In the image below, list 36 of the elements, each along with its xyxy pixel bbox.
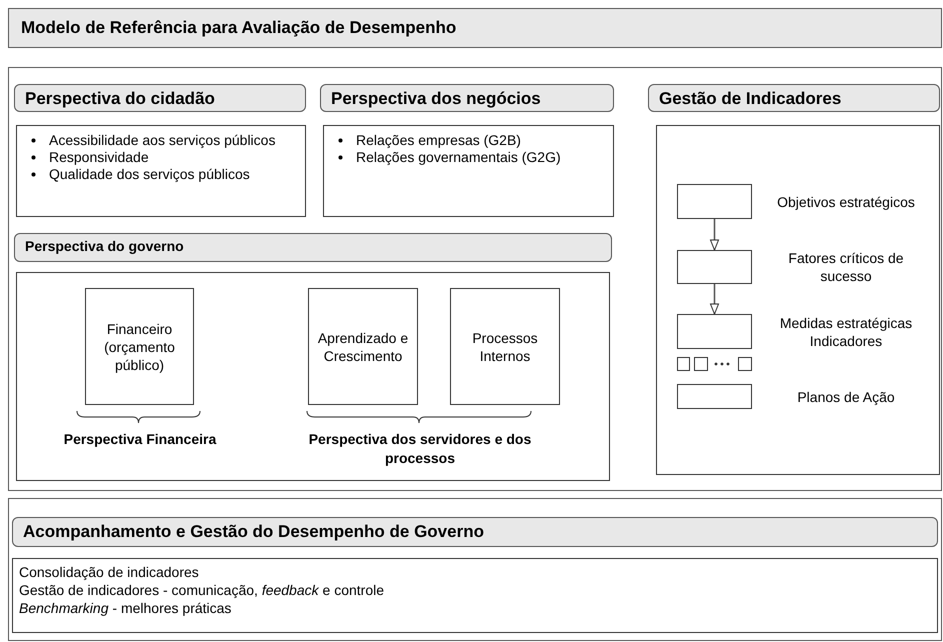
brace-label: Perspectiva dos servidores e dos processos [308, 430, 532, 468]
box-text: Aprendizado e Crescimento [316, 328, 410, 364]
bullet-item: Acessibilidade aos serviços públicos [49, 132, 276, 148]
box-text: Processos Internos [471, 328, 539, 364]
text-line: Benchmarking - melhores práticas [19, 599, 232, 617]
section-header: Acompanhamento e Gestão do Desempenho de Governo [12, 517, 938, 547]
section-header: Gestão de Indicadores [648, 84, 940, 112]
box-caption: Medidas estratégicas Indicadores [778, 314, 914, 350]
bullet-item: Relações empresas (G2B) [356, 132, 521, 148]
section-header: Perspectiva do cidadão [14, 84, 306, 112]
content-panel [656, 125, 940, 475]
section-header: Perspectiva dos negócios [320, 84, 614, 112]
empty-box [677, 357, 690, 371]
text-line: Gestão de indicadores - comunicação, feedback e controle [19, 581, 386, 599]
text-box [12, 558, 938, 633]
box-caption: Objetivos estratégicos [776, 192, 916, 210]
box-caption: Fatores críticos de sucesso [787, 249, 905, 285]
bullet-item: Relações governamentais (G2G) [356, 149, 561, 165]
brace-label: Perspectiva Financeira [62, 430, 218, 449]
category-box [450, 288, 560, 405]
content-panel [16, 272, 610, 481]
section-header: Perspectiva do governo [14, 233, 612, 262]
bullet-item: Responsividade [49, 149, 149, 165]
arrow [710, 284, 719, 314]
category-box [308, 288, 418, 405]
title-banner: Modelo de Referência para Avaliação de Desempenho [8, 8, 942, 48]
empty-box [738, 357, 752, 371]
box-caption: Planos de Ação [796, 388, 896, 406]
arrow [710, 219, 719, 250]
text-line: Consolidação de indicadores [19, 563, 200, 581]
bullet-item: Qualidade dos serviços públicos [49, 166, 250, 182]
empty-box [694, 357, 708, 371]
box-text: Financeiro (orçamento público) [103, 320, 176, 374]
bullet-list-box [16, 125, 306, 217]
bullet-list-box [323, 125, 614, 217]
category-box [85, 288, 194, 405]
